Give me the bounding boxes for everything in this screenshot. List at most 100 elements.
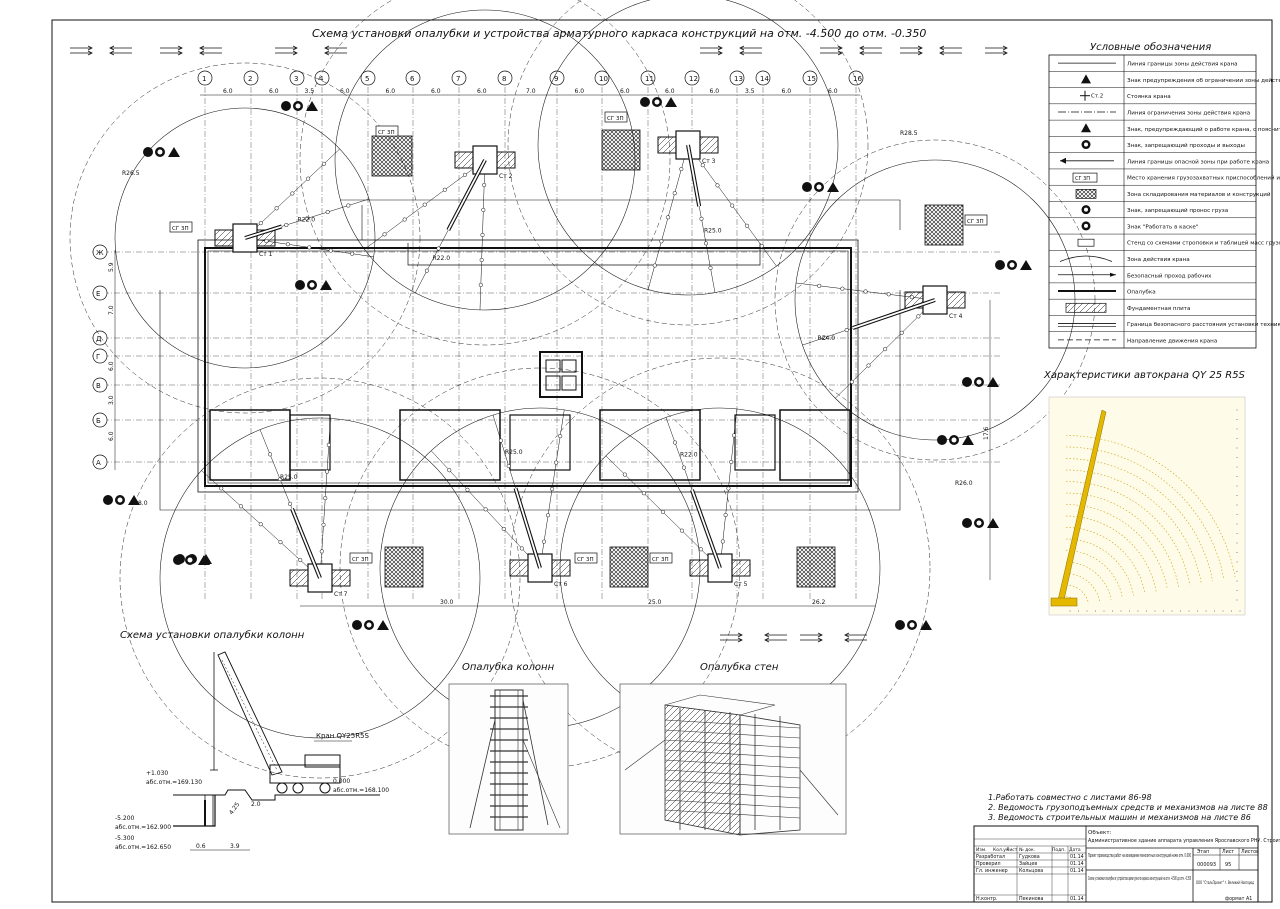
- legend-item-label: Направление движения крана: [1127, 338, 1217, 344]
- no-entry-sign-icon: [352, 620, 362, 630]
- reach-dot: [731, 433, 737, 438]
- reach-dot: [699, 216, 704, 221]
- reach-dot: [402, 217, 407, 222]
- reach-dot: [422, 202, 427, 207]
- top-dim: 3.5: [745, 88, 755, 95]
- reach-dot: [447, 468, 452, 473]
- axis-bubble: [405, 70, 421, 86]
- left-dim-4: 6.0: [108, 431, 115, 441]
- storage-zone: [384, 546, 424, 588]
- reach-dot: [883, 347, 888, 352]
- reach-dot: [558, 434, 563, 439]
- warning-sign-group: [640, 97, 677, 107]
- load-curve: [1065, 584, 1089, 604]
- reach-dot: [744, 223, 750, 228]
- warning-triangle-icon: [1081, 74, 1091, 84]
- axis-label-А: А: [96, 459, 101, 467]
- radius-label: R24.0: [818, 335, 836, 342]
- storage-zone-symbol: [1075, 189, 1097, 199]
- warning-triangle-icon: [377, 620, 389, 630]
- danger-zone-circle: [507, 0, 869, 326]
- crane-boom-inner: [687, 144, 701, 207]
- warning-sign-group: [962, 377, 999, 387]
- no-entry-sign-icon: [143, 147, 153, 157]
- bottom-dim: 30.0: [440, 599, 454, 606]
- axis-label-12: 12: [689, 75, 698, 83]
- crane-label: Ст 7: [334, 591, 348, 598]
- reach-dot: [258, 221, 263, 226]
- storage-tag-label: СГ 3П: [172, 226, 189, 232]
- reach-dot: [641, 491, 646, 496]
- direction-arrows: [70, 45, 1008, 643]
- axis-label-Б: Б: [96, 417, 101, 425]
- axis-label-В: В: [96, 382, 101, 390]
- room-2: [399, 409, 501, 481]
- reach-dot: [501, 526, 506, 531]
- top-dim: 6.0: [665, 88, 675, 95]
- slab-symbol: [1065, 302, 1107, 313]
- wall-formwork-detail: [619, 683, 847, 836]
- reach-dot: [715, 183, 720, 188]
- sheet-frame: [51, 19, 1273, 903]
- warning-triangle-icon: [128, 495, 140, 505]
- no-entry-sign-icon: [962, 377, 972, 387]
- stamp-role: Гл. инженер: [976, 868, 1008, 874]
- radius-label: R22.0: [680, 452, 698, 459]
- no-entry-sign-icon: [802, 182, 812, 192]
- reach-dot: [723, 512, 728, 518]
- crane-zone-circle: [114, 107, 376, 369]
- legend-item-label: Место хранения грузозахватных приспособл…: [1127, 175, 1280, 182]
- stair-shaft: [539, 351, 583, 398]
- warning-sign-group: [295, 280, 332, 290]
- axis-label-Е: Е: [96, 290, 100, 298]
- stand-symbol: [1077, 238, 1095, 247]
- stamp-sheets-label: Листов: [1241, 849, 1259, 855]
- reach-dot: [304, 216, 310, 221]
- load-curve: [1065, 515, 1157, 592]
- radius-label: R25.0: [505, 449, 523, 456]
- axis-bubble: [497, 70, 513, 86]
- axis-bubble: [92, 285, 108, 301]
- warning-sign-group: [995, 260, 1032, 270]
- axis-label-16: 16: [853, 75, 862, 83]
- direction-arrow-pair: [739, 45, 762, 56]
- axis-label-15: 15: [807, 75, 816, 83]
- reach-dot: [730, 203, 735, 208]
- arrow-left-icon: [1060, 157, 1066, 164]
- reach-dot: [759, 243, 764, 248]
- sling-storage-tag: [604, 111, 628, 123]
- axis-label-8: 8: [502, 75, 506, 83]
- wall-form-board: [664, 799, 801, 809]
- reach-dot: [672, 440, 678, 445]
- reach-dot: [321, 161, 326, 166]
- axis-label-6: 6: [410, 75, 415, 83]
- axis-bubble: [802, 70, 818, 86]
- reach-dot: [483, 507, 488, 512]
- sling-storage-tag: [574, 552, 598, 564]
- reach-dot: [219, 486, 224, 491]
- top-dim: 3.5: [305, 88, 315, 95]
- warning-sign-group: [962, 518, 999, 528]
- danger-zone-circle: [69, 62, 421, 414]
- direction-arrow-pair: [985, 45, 1008, 56]
- stamp-name: Кольцова: [1019, 868, 1043, 874]
- level-1-abs: абс.отм.=169.130: [146, 779, 202, 786]
- direction-arrow-pair: [720, 632, 743, 643]
- radius-label: R28.5: [900, 130, 918, 137]
- crane-stop-6: Ст 6: [509, 487, 571, 588]
- storage-zone: [924, 204, 964, 246]
- warning-triangle-icon: [920, 620, 932, 630]
- legend-item-label: Знак, запрещающий проходы и выходы: [1127, 142, 1245, 149]
- reach-dot: [465, 487, 470, 492]
- reach-dot: [306, 176, 311, 181]
- top-dim: 6.0: [340, 88, 350, 95]
- warning-sign-group: [143, 147, 180, 157]
- warning-sign-group: [937, 435, 974, 445]
- direction-arrow-pair: [109, 45, 132, 56]
- load-curve: [1065, 573, 1101, 602]
- column-scheme: Кран QY25R5S +1.030 абс.отм.=169.130 0.0…: [115, 651, 389, 851]
- reach-dot: [238, 504, 244, 509]
- crane-body: [707, 553, 733, 583]
- reach-dot: [323, 496, 328, 501]
- direction-arrow-pair: [160, 45, 183, 56]
